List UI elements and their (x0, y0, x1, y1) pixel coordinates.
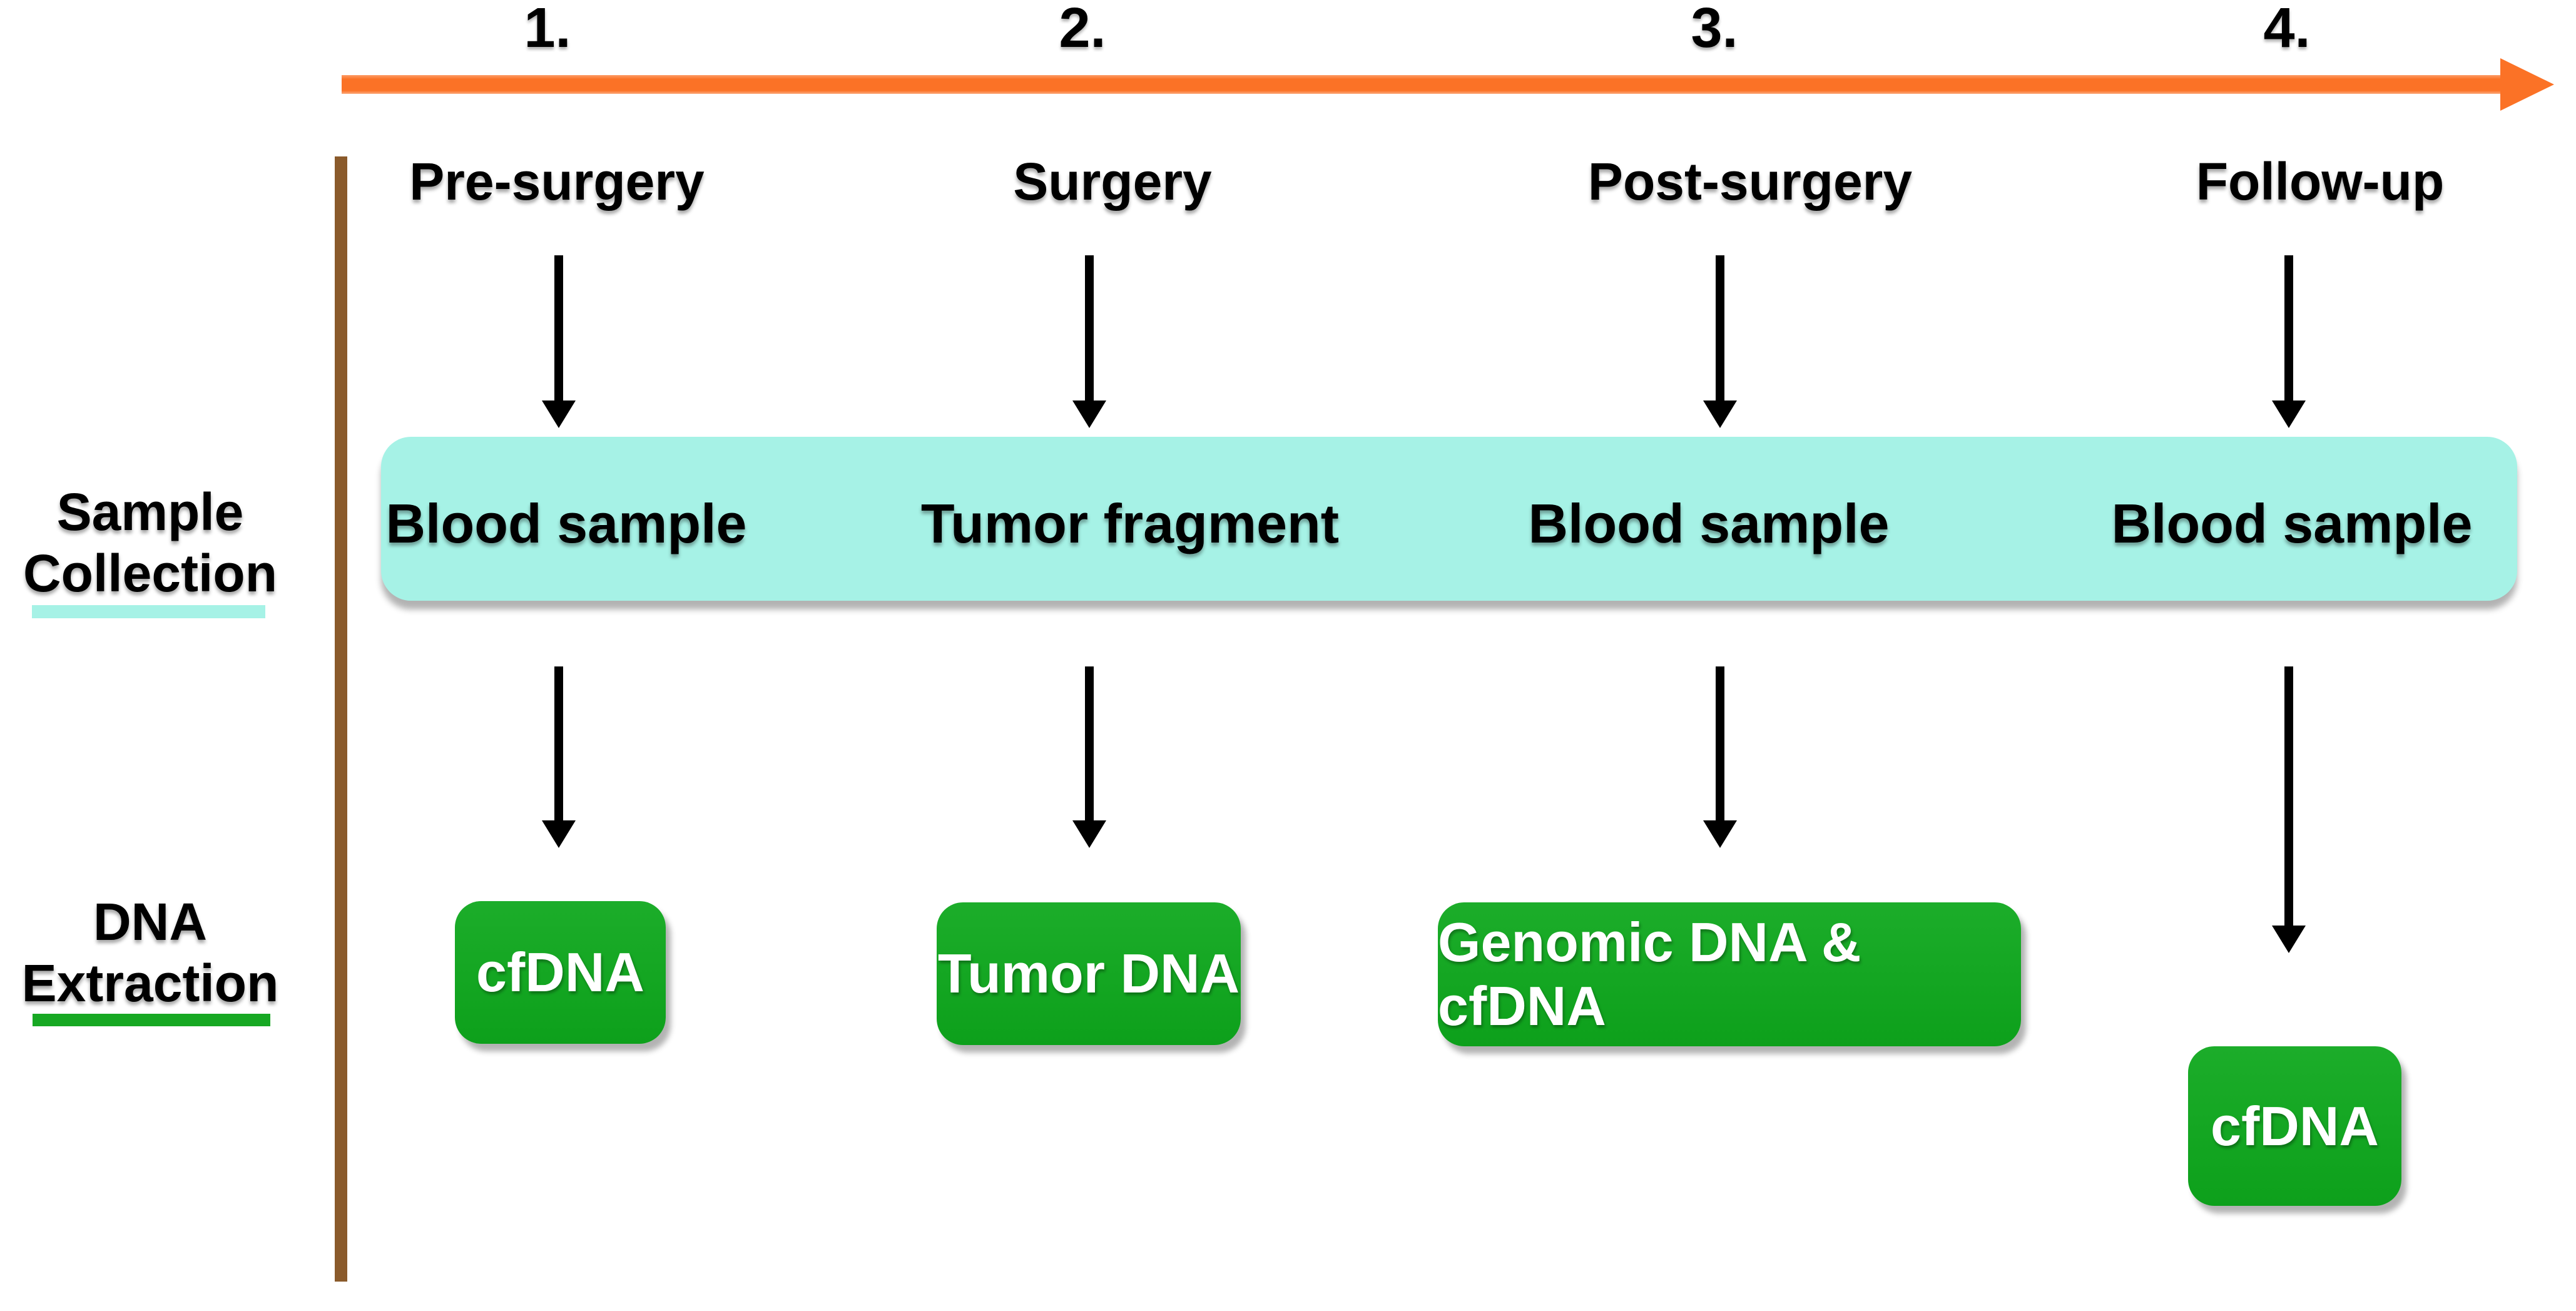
down-arrow-icon (1703, 666, 1737, 848)
dna-box-cfdna-2: cfDNA (2188, 1046, 2401, 1206)
row-label-sample-collection-line2: Collection (23, 544, 277, 603)
stage-label-follow-up: Follow-up (2196, 152, 2445, 211)
down-arrow-icon (2272, 255, 2306, 428)
stage-label-post-surgery: Post-surgery (1587, 152, 1913, 211)
dna-box-genomic-cfdna-label: Genomic DNA & cfDNA (1438, 911, 1861, 1037)
stage-number-3: 3. (1691, 0, 1738, 59)
dna-box-cfdna-1-label: cfDNA (476, 941, 644, 1003)
dna-box-cfdna-1: cfDNA (455, 901, 666, 1044)
sample-item-blood-sample-3: Blood sample (2111, 492, 2473, 554)
row-label-sample-collection-line1: Sample (56, 482, 244, 541)
down-arrow-icon (1072, 666, 1106, 848)
down-arrow-icon (2272, 666, 2306, 953)
stage-number-4: 4. (2263, 0, 2311, 59)
stage-number-2: 2. (1059, 0, 1106, 59)
row-label-dna-extraction-line1: DNA (93, 892, 207, 951)
down-arrow-icon (1072, 255, 1106, 428)
sample-item-blood-sample-2: Blood sample (1528, 492, 1890, 554)
row-label-dna-extraction-line2: Extraction (21, 954, 279, 1013)
row-label-sample-collection: Sample Collection (0, 481, 300, 604)
dna-box-cfdna-2-label: cfDNA (2211, 1094, 2379, 1157)
down-arrow-icon (542, 666, 576, 848)
timeline-arrow-shaft (342, 75, 2502, 94)
sample-collection-bar (381, 437, 2517, 601)
row-label-dna-extraction: DNA Extraction (0, 891, 300, 1014)
dna-box-genomic-cfdna: Genomic DNA & cfDNA (1438, 902, 2021, 1046)
arrow-right-icon (2500, 58, 2554, 111)
stage-number-1: 1. (524, 0, 571, 59)
down-arrow-icon (1703, 255, 1737, 428)
dna-box-tumor-dna-label: Tumor DNA (937, 942, 1240, 1004)
stage-label-pre-surgery: Pre-surgery (409, 152, 705, 211)
dna-extraction-underline (33, 1014, 270, 1026)
sample-item-tumor-fragment: Tumor fragment (920, 492, 1340, 554)
down-arrow-icon (542, 255, 576, 428)
sample-item-blood-sample-1: Blood sample (385, 492, 747, 554)
dna-box-tumor-dna: Tumor DNA (937, 902, 1241, 1045)
stage-label-surgery: Surgery (1013, 152, 1212, 211)
stage-axis-line (335, 156, 347, 1282)
sample-collection-underline (32, 605, 265, 618)
